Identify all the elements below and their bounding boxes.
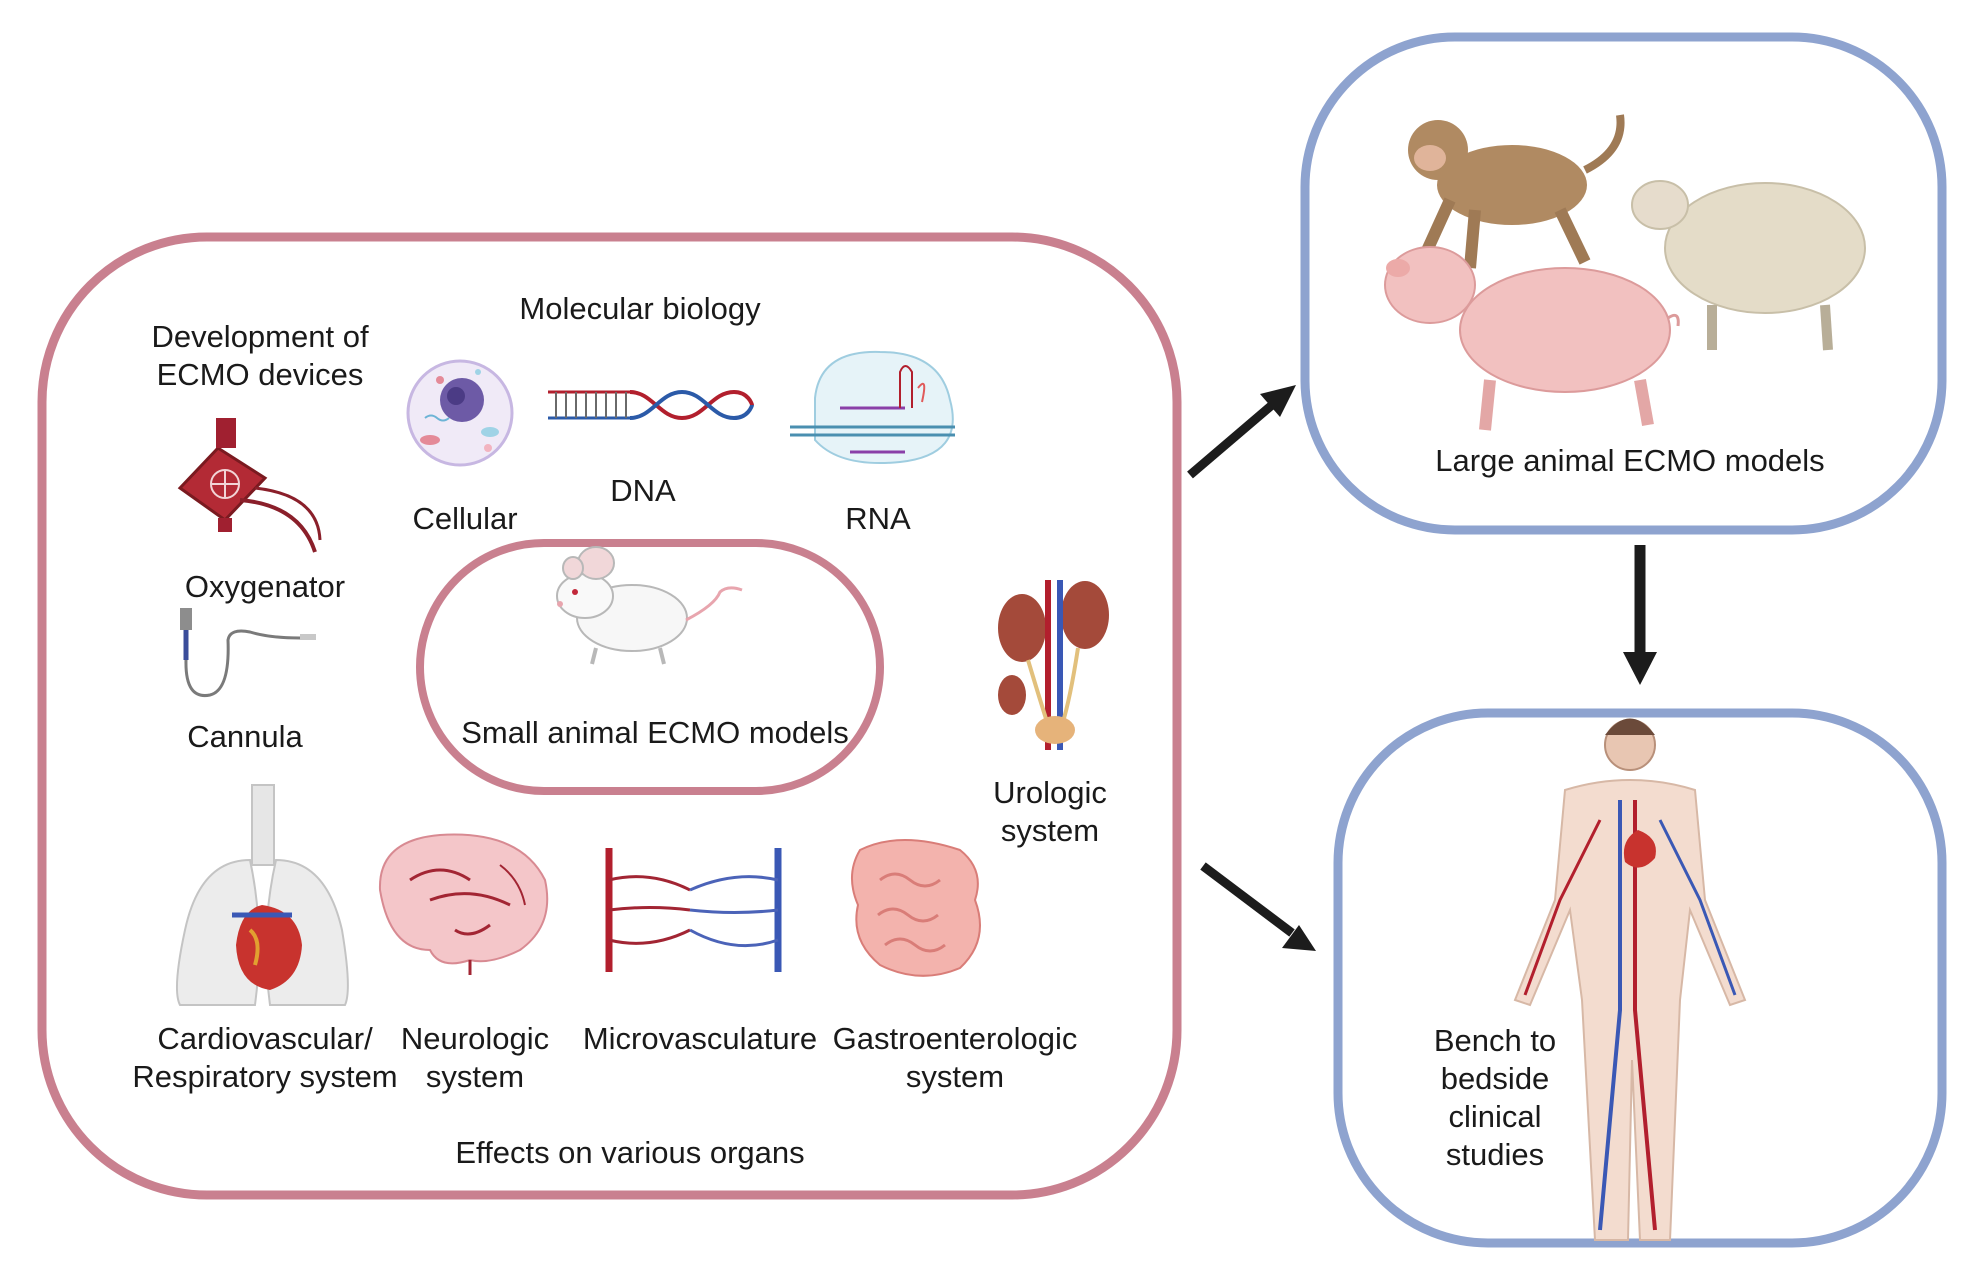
cellular-label: Cellular bbox=[412, 501, 518, 536]
dna-helix-icon bbox=[548, 389, 754, 421]
ecmo-oxygenator-icon bbox=[177, 418, 322, 553]
cardio-label: Cardiovascular/ Respiratory system bbox=[132, 1021, 398, 1094]
molecular-biology-label: Molecular biology bbox=[519, 291, 761, 326]
brain-icon bbox=[378, 833, 549, 975]
cell-icon bbox=[406, 359, 514, 467]
intestine-icon bbox=[851, 839, 981, 977]
mouse-icon bbox=[556, 546, 743, 665]
human-circulatory-icon bbox=[1513, 718, 1747, 1241]
arrow-to-clinical bbox=[1200, 862, 1316, 951]
oxygenator-label: Oxygenator bbox=[184, 569, 346, 604]
rna-structure-icon bbox=[790, 350, 955, 465]
development-label: Development of ECMO devices bbox=[151, 319, 369, 392]
microvasculature-icon bbox=[605, 848, 782, 972]
effects-label: Effects on various organs bbox=[455, 1135, 805, 1170]
large-animal-label: Large animal ECMO models bbox=[1435, 443, 1825, 478]
sheep-icon bbox=[1631, 180, 1866, 351]
gastro-label: Gastroenterologic system bbox=[832, 1021, 1078, 1094]
cannula-label: Cannula bbox=[187, 719, 303, 754]
monkey-icon bbox=[1408, 114, 1625, 269]
bench-label: Bench to bedside clinical studies bbox=[1433, 1023, 1557, 1172]
kidney-urinary-icon bbox=[998, 580, 1109, 750]
research-frame bbox=[37, 232, 1182, 1200]
rna-label: RNA bbox=[845, 501, 911, 536]
urologic-label: Urologic system bbox=[993, 775, 1107, 848]
arrow-large-to-clinical bbox=[1623, 545, 1657, 685]
small-animal-label: Small animal ECMO models bbox=[461, 715, 849, 750]
neurologic-label: Neurologic system bbox=[400, 1021, 550, 1094]
large-animal-frame bbox=[1300, 32, 1947, 535]
dna-label: DNA bbox=[610, 473, 676, 508]
arrow-to-large-animal bbox=[1187, 385, 1296, 479]
small-animal-frame bbox=[416, 539, 884, 795]
lungs-heart-icon bbox=[176, 784, 349, 1006]
cannula-icon bbox=[180, 608, 316, 698]
clinical-frame bbox=[1333, 708, 1947, 1248]
microvasculature-label: Microvasculature bbox=[582, 1021, 818, 1056]
pig-icon bbox=[1384, 246, 1680, 431]
